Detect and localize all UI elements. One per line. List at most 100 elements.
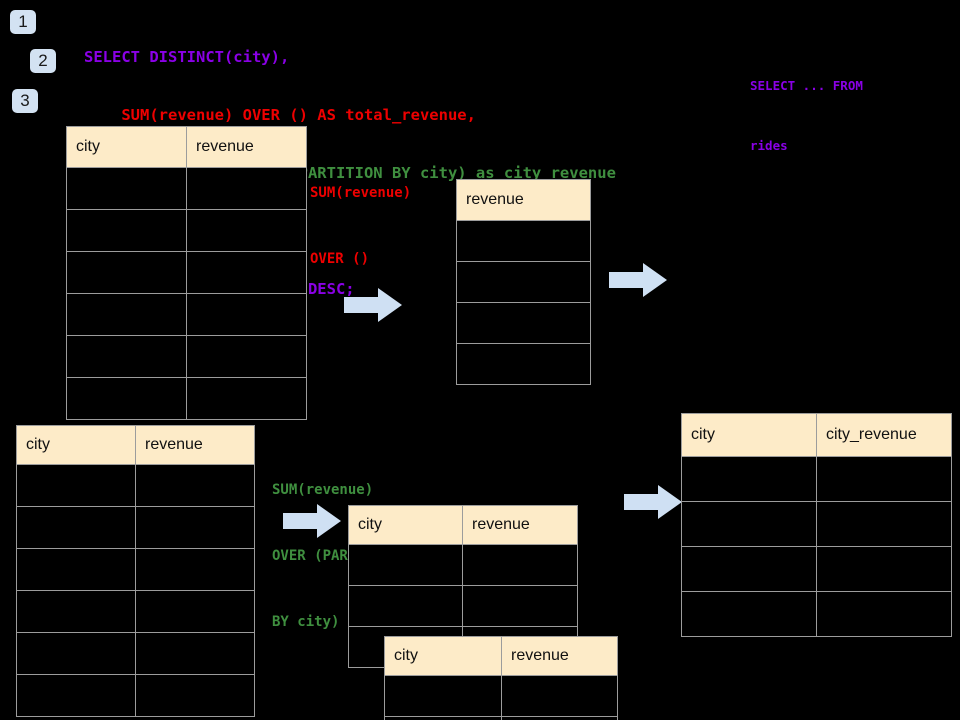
- table-row: [66, 293, 307, 336]
- table-row: [681, 456, 952, 502]
- table-cell: [66, 377, 187, 420]
- table-cell: [456, 343, 591, 385]
- annotation-sum-over-partition-line3: BY city): [272, 614, 340, 630]
- table-row: [16, 464, 255, 507]
- column-header-city: city: [384, 636, 502, 676]
- table-cell: [462, 544, 578, 586]
- arrow-head: [643, 263, 667, 297]
- table-cell: [135, 632, 255, 675]
- table-cell: [816, 546, 952, 592]
- table-cell: [456, 302, 591, 344]
- sql-line-1: SELECT DISTINCT(city),: [84, 48, 290, 66]
- step-badge-1: 1: [10, 10, 36, 34]
- arrow-total-to-result: [609, 263, 667, 297]
- table-cell: [66, 335, 187, 378]
- table-header-row: revenue: [456, 179, 591, 221]
- table-cell: [66, 251, 187, 294]
- annotation-sum-over-partition: SUM(revenue) OVER (PARTITION BY city): [272, 435, 398, 677]
- arrow-head: [378, 288, 402, 322]
- table-row: [16, 632, 255, 675]
- table-row: [384, 716, 618, 720]
- annotation-select-from-rides: SELECT ... FROM rides: [750, 36, 863, 196]
- table-row: [681, 546, 952, 592]
- table-row: [456, 220, 591, 262]
- table-header-row: city city_revenue: [681, 413, 952, 457]
- column-header-city: city: [66, 126, 187, 168]
- table-cell: [384, 716, 502, 720]
- table-header-row: city revenue: [16, 425, 255, 465]
- table-row: [16, 590, 255, 633]
- annotation-sum-over-empty: SUM(revenue) OVER (): [310, 138, 411, 314]
- table-cell: [681, 456, 817, 502]
- table-cell: [186, 377, 307, 420]
- table-cell: [186, 335, 307, 378]
- table-row: [681, 591, 952, 637]
- step-badge-2: 2: [30, 49, 56, 73]
- city-revenue-result-table: city city_revenue: [681, 413, 952, 637]
- table-row: [384, 675, 618, 717]
- arrow-shaft: [344, 297, 380, 313]
- arrow-shaft: [283, 513, 319, 529]
- table-row: [456, 302, 591, 344]
- arrow-source-to-partition: [283, 504, 341, 538]
- table-cell: [816, 456, 952, 502]
- total-revenue-table: revenue: [456, 179, 591, 385]
- rides-source-table-2: city revenue: [16, 425, 255, 717]
- table-cell: [135, 464, 255, 507]
- table-row: [66, 209, 307, 252]
- arrow-shaft: [624, 494, 660, 510]
- column-header-city: city: [681, 413, 817, 457]
- table-header-row: city revenue: [66, 126, 307, 168]
- table-row: [66, 335, 307, 378]
- column-header-revenue: revenue: [501, 636, 618, 676]
- table-cell: [456, 220, 591, 262]
- table-cell: [16, 464, 136, 507]
- arrow-head: [658, 485, 682, 519]
- table-row: [681, 501, 952, 547]
- arrow-head: [317, 504, 341, 538]
- column-header-revenue: revenue: [462, 505, 578, 545]
- table-cell: [66, 167, 187, 210]
- table-cell: [16, 548, 136, 591]
- table-cell: [501, 675, 618, 717]
- table-cell: [348, 585, 463, 627]
- table-cell: [186, 167, 307, 210]
- annotation-select-from-rides-line1: SELECT ... FROM: [750, 78, 863, 93]
- table-cell: [66, 293, 187, 336]
- arrow-partition-to-result: [624, 485, 682, 519]
- table-cell: [186, 209, 307, 252]
- table-cell: [816, 501, 952, 547]
- table-cell: [135, 590, 255, 633]
- column-header-revenue: revenue: [135, 425, 255, 465]
- column-header-city-revenue: city_revenue: [816, 413, 952, 457]
- table-cell: [186, 251, 307, 294]
- column-header-revenue: revenue: [186, 126, 307, 168]
- column-header-city: city: [348, 505, 463, 545]
- table-cell: [16, 632, 136, 675]
- table-cell: [816, 591, 952, 637]
- sql-line-2: SUM(revenue) OVER () AS total_revenue,: [84, 106, 476, 124]
- table-cell: [135, 548, 255, 591]
- column-header-revenue: revenue: [456, 179, 591, 221]
- table-cell: [135, 674, 255, 717]
- table-cell: [16, 506, 136, 549]
- table-row: [66, 251, 307, 294]
- table-row: [16, 548, 255, 591]
- arrow-source-to-total: [344, 288, 402, 322]
- table-cell: [681, 546, 817, 592]
- step-badge-3: 3: [12, 89, 38, 113]
- annotation-sum-over-partition-line1: SUM(revenue): [272, 482, 374, 498]
- annotation-sum-over-empty-line1: SUM(revenue): [310, 185, 412, 201]
- table-header-row: city revenue: [384, 636, 618, 676]
- table-cell: [384, 675, 502, 717]
- table-cell: [348, 544, 463, 586]
- table-row: [456, 343, 591, 385]
- arrow-shaft: [609, 272, 645, 288]
- table-row: [456, 261, 591, 303]
- table-cell: [16, 674, 136, 717]
- table-row: [66, 167, 307, 210]
- table-cell: [186, 293, 307, 336]
- table-cell: [462, 585, 578, 627]
- annotation-sum-over-empty-line2: OVER (): [310, 251, 370, 267]
